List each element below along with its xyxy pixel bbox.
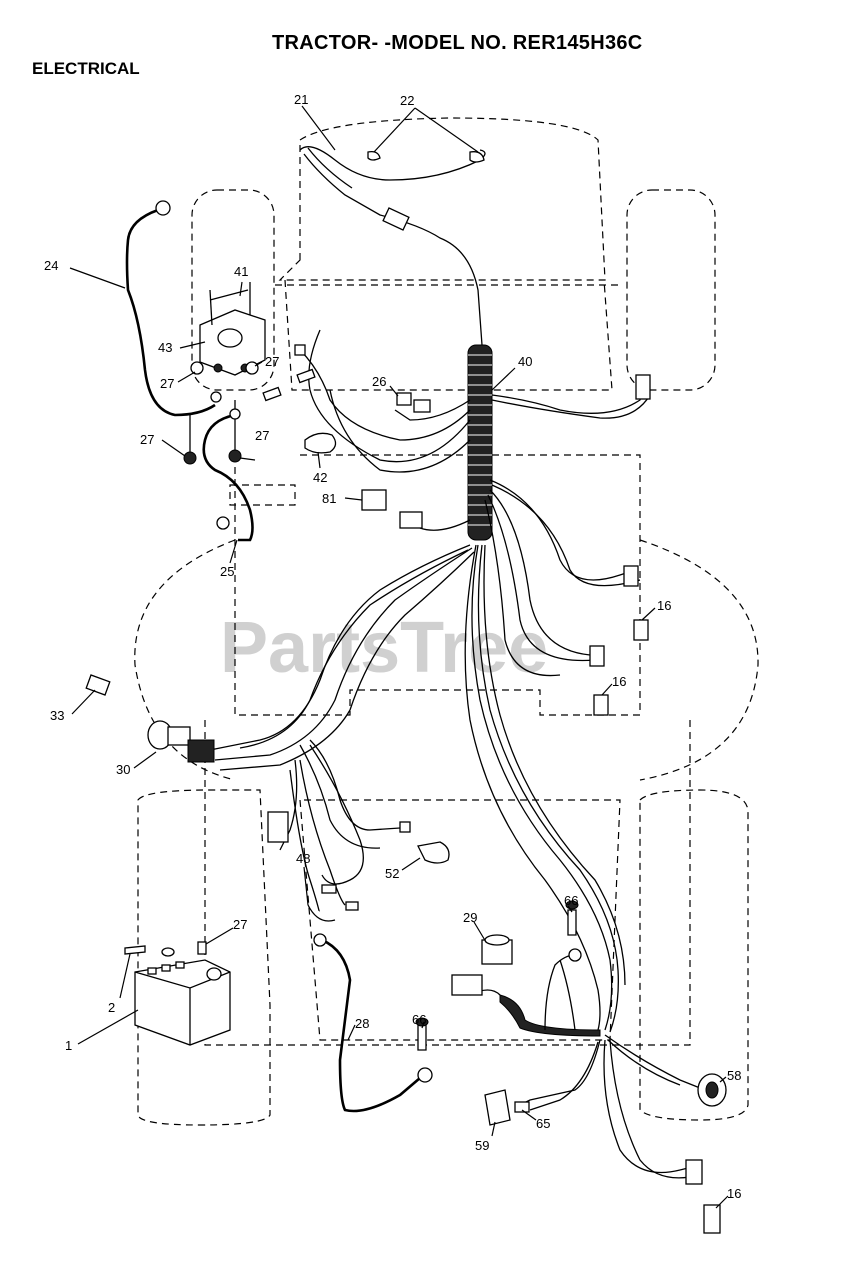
relay-81 xyxy=(361,489,387,511)
callout-16-c: 16 xyxy=(727,1186,741,1201)
ring-terminal-24 xyxy=(155,200,171,216)
callout-30: 30 xyxy=(116,762,130,777)
ignition-switch-30 xyxy=(147,720,215,763)
callout-58: 58 xyxy=(727,1068,741,1083)
ring-terminal-28 xyxy=(313,933,327,947)
connector-81 xyxy=(399,511,423,529)
wire-harness xyxy=(125,146,706,1179)
battery-1 xyxy=(134,947,231,1046)
callout-41: 41 xyxy=(234,264,248,279)
model-title: TRACTOR- -MODEL NO. RER145H36C xyxy=(272,32,643,54)
connector-16-a xyxy=(633,619,649,641)
callout-22: 22 xyxy=(400,93,414,108)
watermark-text: PartsTree xyxy=(220,608,548,688)
callout-27-a: 27 xyxy=(160,376,174,391)
coiled-harness-40 xyxy=(467,344,493,541)
part-52 xyxy=(417,841,450,864)
nut-27-d xyxy=(228,449,242,463)
part-65 xyxy=(514,1101,530,1113)
solenoid-43 xyxy=(199,282,266,376)
callout-43: 43 xyxy=(158,340,172,355)
callout-21: 21 xyxy=(294,92,308,107)
bolt-2 xyxy=(124,945,146,955)
ring-terminal-25 xyxy=(216,516,230,530)
nut-27-b xyxy=(245,361,259,375)
part-22-a xyxy=(367,150,381,161)
parts xyxy=(85,150,727,1234)
section-title: ELECTRICAL xyxy=(32,59,140,78)
callout-16-a: 16 xyxy=(657,598,671,613)
callout-27-d: 27 xyxy=(255,428,269,443)
callout-24: 24 xyxy=(44,258,58,273)
ring-terminal-28-end xyxy=(417,1067,433,1083)
ring-terminal-66 xyxy=(568,948,582,962)
callout-42: 42 xyxy=(313,470,327,485)
connector-26-b xyxy=(413,399,431,413)
callout-29: 29 xyxy=(463,910,477,925)
nut-27-a xyxy=(190,361,204,375)
callout-27-c: 27 xyxy=(140,432,154,447)
callout-labels: 21 22 24 41 43 27 27 27 27 40 26 42 81 2… xyxy=(44,92,741,1201)
part-22-b xyxy=(469,151,485,163)
callout-66-b: 66 xyxy=(412,1012,426,1027)
switch-59 xyxy=(484,1089,511,1126)
part-29 xyxy=(451,934,513,996)
bolt-66-b xyxy=(417,1024,427,1051)
callout-66-a: 66 xyxy=(564,893,578,908)
clip-42 xyxy=(304,432,337,454)
tractor-outline xyxy=(134,117,759,1126)
callout-81: 81 xyxy=(322,491,336,506)
bolt-66-a xyxy=(567,909,577,936)
part-33 xyxy=(85,674,111,696)
callout-48: 48 xyxy=(296,851,310,866)
callout-52: 52 xyxy=(385,866,399,881)
callout-2: 2 xyxy=(108,1000,115,1015)
callout-59: 59 xyxy=(475,1138,489,1153)
callout-65: 65 xyxy=(536,1116,550,1131)
callout-1: 1 xyxy=(65,1038,72,1053)
nut-27-c xyxy=(183,451,197,465)
callout-40: 40 xyxy=(518,354,532,369)
callout-27-b: 27 xyxy=(265,354,279,369)
callout-33: 33 xyxy=(50,708,64,723)
callout-28: 28 xyxy=(355,1016,369,1031)
connector-16-b xyxy=(593,694,609,716)
connector-16-c xyxy=(703,1204,721,1234)
part-48 xyxy=(307,904,336,922)
callout-25: 25 xyxy=(220,564,234,579)
callout-16-b: 16 xyxy=(612,674,626,689)
seat-connector xyxy=(267,811,289,843)
leader-lines xyxy=(69,105,729,1209)
callout-26: 26 xyxy=(372,374,386,389)
connector-26-a xyxy=(396,392,412,406)
nut-27-e xyxy=(197,941,207,955)
callout-27-e: 27 xyxy=(233,917,247,932)
